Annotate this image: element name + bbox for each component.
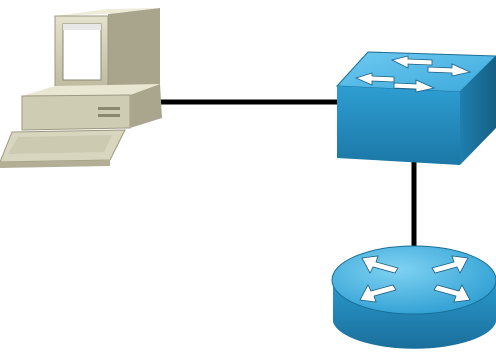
computer-icon — [0, 8, 162, 168]
links — [160, 99, 417, 250]
router-icon — [331, 245, 496, 349]
switch-icon — [335, 51, 496, 165]
